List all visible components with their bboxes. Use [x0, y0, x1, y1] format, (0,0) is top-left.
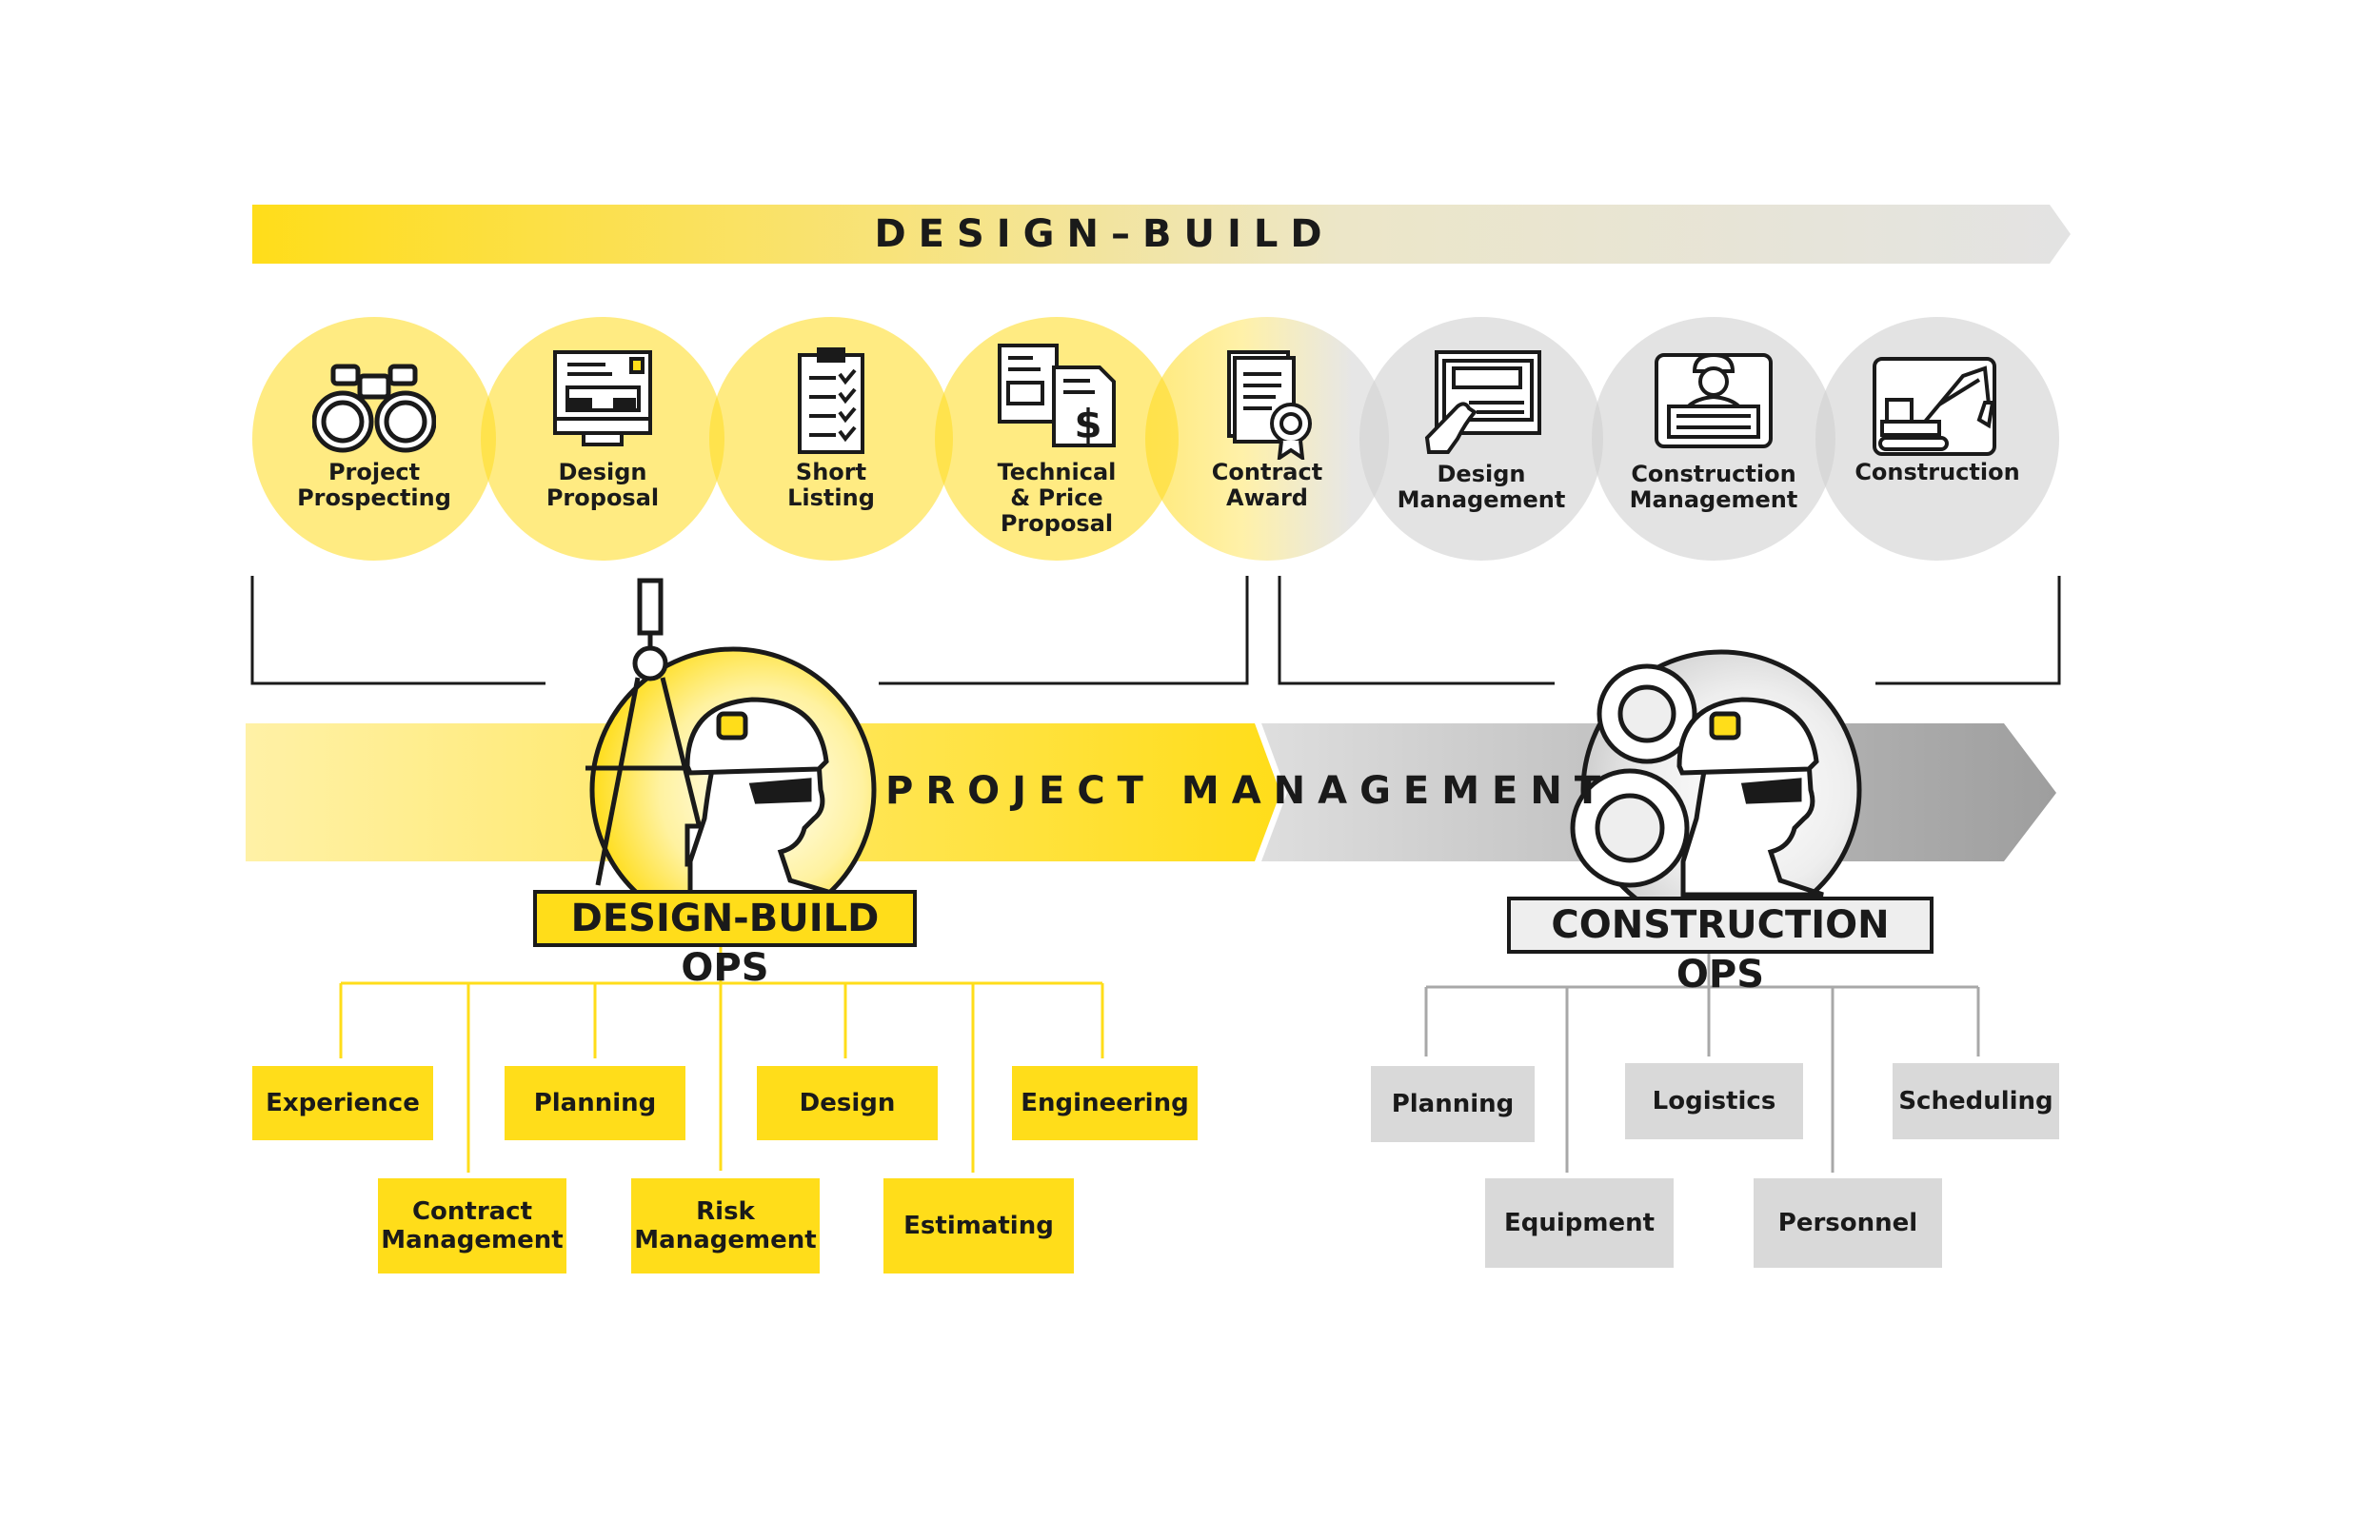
- touch-monitor-icon: [1424, 350, 1541, 454]
- worker-blueprint-icon: [1655, 352, 1773, 448]
- cops-item-equipment[interactable]: Equipment: [1485, 1178, 1674, 1268]
- dbops-item-contract-management[interactable]: Contract Management: [378, 1178, 566, 1273]
- right-bracket-line: [1278, 576, 1555, 685]
- phase-design-management[interactable]: Design Management: [1359, 317, 1603, 561]
- phase-label: Contract Award: [1211, 459, 1323, 511]
- dbops-item-risk-management[interactable]: Risk Management: [631, 1178, 820, 1273]
- phase-construction-management[interactable]: Construction Management: [1592, 317, 1835, 561]
- dbops-item-design[interactable]: Design: [757, 1066, 938, 1140]
- excavator-icon: [1873, 357, 1996, 456]
- phase-technical-price-proposal[interactable]: $ Technical & Price Proposal: [935, 317, 1179, 561]
- left-bracket-line-right: [879, 576, 1249, 685]
- design-build-title: DESIGN–BUILD: [874, 212, 1335, 256]
- project-management-title: PROJECT MANAGEMENT: [885, 769, 1614, 813]
- construction-tree-lines: [1424, 950, 1980, 1173]
- binoculars-icon: [312, 364, 436, 453]
- document-dollar-icon: $: [998, 344, 1116, 447]
- monitor-layout-icon: [553, 350, 652, 446]
- phase-construction[interactable]: Construction: [1815, 317, 2059, 561]
- dbops-item-estimating[interactable]: Estimating: [883, 1178, 1074, 1273]
- design-build-banner: [252, 205, 2071, 264]
- left-bracket-line: [250, 576, 545, 685]
- phase-project-prospecting[interactable]: Project Prospecting: [252, 317, 496, 561]
- construction-ops-label: CONSTRUCTION OPS: [1507, 897, 1934, 997]
- svg-text:$: $: [1074, 401, 1101, 447]
- phase-label: Short Listing: [787, 459, 875, 511]
- phase-label: Design Management: [1397, 461, 1566, 513]
- dbops-item-engineering[interactable]: Engineering: [1012, 1066, 1198, 1140]
- cops-item-planning[interactable]: Planning: [1371, 1066, 1535, 1142]
- design-build-tree-lines: [339, 943, 1104, 1173]
- certificate-award-icon: [1227, 350, 1312, 460]
- cops-item-scheduling[interactable]: Scheduling: [1893, 1063, 2059, 1139]
- phase-label: Design Proposal: [545, 459, 660, 511]
- design-build-ops-label: DESIGN-BUILD OPS: [533, 890, 917, 990]
- construction-engineer-icon: [1676, 697, 1824, 898]
- dbops-item-planning[interactable]: Planning: [505, 1066, 685, 1140]
- phase-label: Technical & Price Proposal: [997, 459, 1117, 537]
- dbops-item-experience[interactable]: Experience: [252, 1066, 433, 1140]
- right-bracket-line-right: [1875, 576, 2061, 685]
- cops-item-logistics[interactable]: Logistics: [1625, 1063, 1803, 1139]
- phase-label: Project Prospecting: [297, 459, 451, 511]
- phase-label: Construction Management: [1629, 461, 1798, 513]
- cops-item-personnel[interactable]: Personnel: [1754, 1178, 1942, 1268]
- phase-design-proposal[interactable]: Design Proposal: [481, 317, 724, 561]
- engineer-icon: [684, 697, 839, 898]
- gears-icon: [1570, 663, 1697, 888]
- phase-short-listing[interactable]: Short Listing: [709, 317, 953, 561]
- clipboard-checklist-icon: [798, 347, 864, 454]
- phase-contract-award[interactable]: Contract Award: [1145, 317, 1389, 561]
- phase-label: Construction: [1854, 459, 2020, 485]
